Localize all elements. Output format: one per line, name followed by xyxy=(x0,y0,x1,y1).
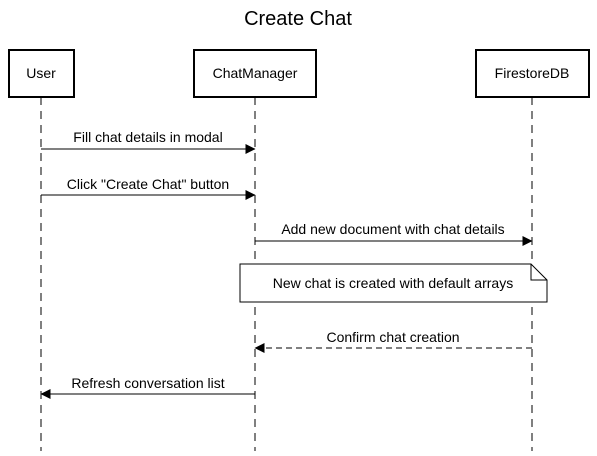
participant-box xyxy=(475,49,590,98)
participant-firestoredb: FirestoreDB xyxy=(475,49,590,98)
participant-label: User xyxy=(26,65,56,81)
message-refresh-conversation-list: Refresh conversation list xyxy=(40,375,255,399)
message-confirm-chat-creation: Confirm chat creation xyxy=(254,329,532,353)
message-click-create-chat: Click "Create Chat" button xyxy=(41,176,256,200)
participant-chatmanager: ChatManager xyxy=(193,49,317,98)
participant-box xyxy=(193,49,317,98)
note-chat-created: New chat is created with default arrays xyxy=(239,263,548,303)
participant-label: FirestoreDB xyxy=(495,65,570,81)
message-label: Fill chat details in modal xyxy=(73,129,222,145)
message-fill-chat-details: Fill chat details in modal xyxy=(41,129,256,154)
participant-box xyxy=(8,49,75,98)
message-add-new-document: Add new document with chat details xyxy=(255,221,533,246)
participant-user: User xyxy=(8,49,75,98)
participant-label: ChatManager xyxy=(213,65,298,81)
note-box xyxy=(239,263,548,303)
note-label: New chat is created with default arrays xyxy=(273,275,513,291)
message-label: Click "Create Chat" button xyxy=(67,176,229,192)
note-fold xyxy=(530,264,547,281)
message-label: Confirm chat creation xyxy=(326,329,459,345)
diagram-title: Create Chat xyxy=(244,8,352,30)
message-label: Add new document with chat details xyxy=(281,221,504,237)
message-label: Refresh conversation list xyxy=(71,375,224,391)
